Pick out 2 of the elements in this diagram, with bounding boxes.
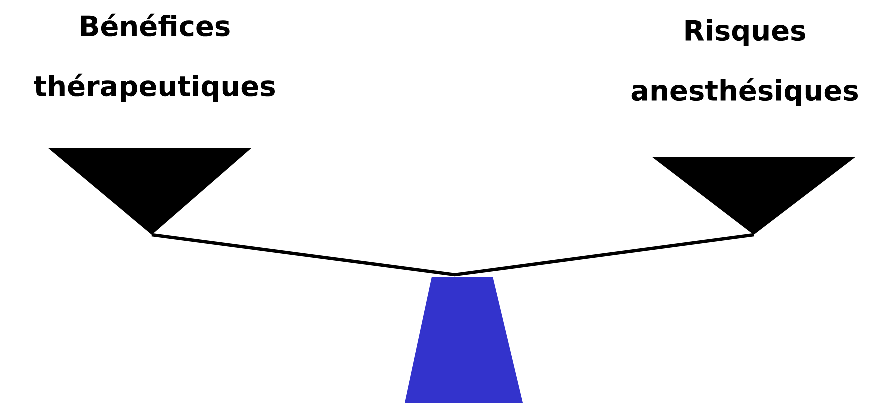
heading: Bénéfices thérapeutiques bbox=[34, 14, 275, 102]
heading: Risques anesthésiques bbox=[632, 19, 858, 107]
